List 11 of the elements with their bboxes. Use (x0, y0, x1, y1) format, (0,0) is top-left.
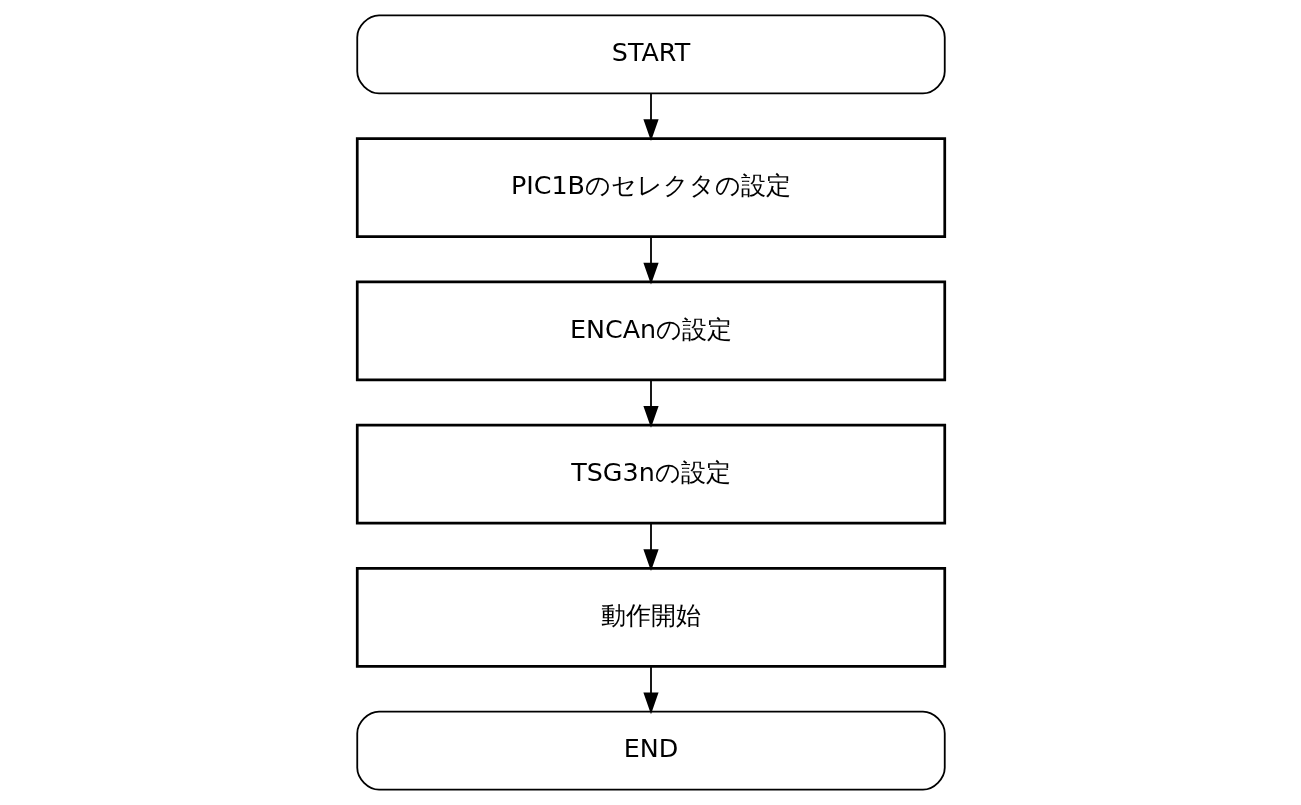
arrow (642, 665, 659, 715)
node-box: START (355, 14, 946, 95)
arrow (642, 235, 659, 285)
node-box: END (355, 710, 946, 791)
arrow (642, 379, 659, 428)
node-box: PIC1Bのセレクタの設定 (355, 137, 946, 238)
node-box: ENCAnの設定 (355, 280, 946, 382)
node-box: TSG3nの設定 (355, 423, 946, 525)
node-box: 動作開始 (355, 567, 946, 668)
arrow (642, 522, 659, 572)
arrow (642, 92, 659, 141)
